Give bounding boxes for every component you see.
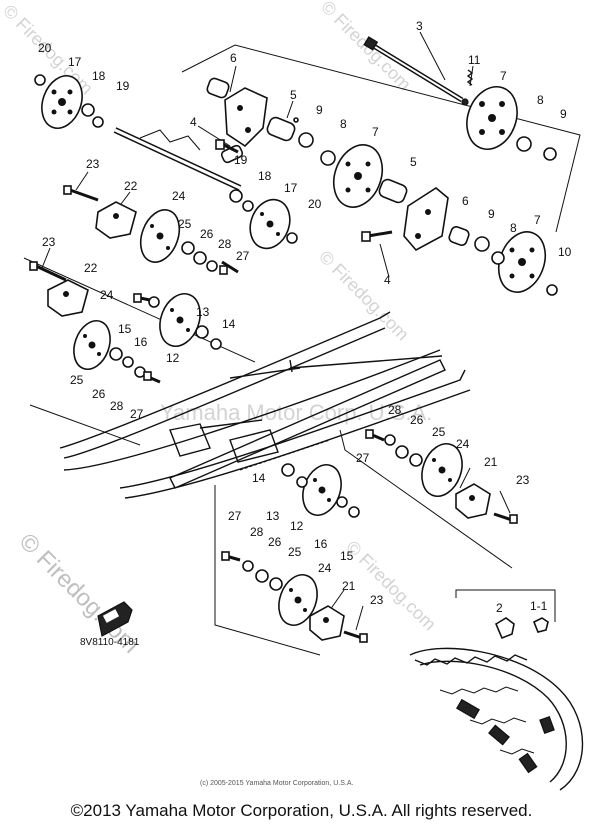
callout: 5	[410, 155, 417, 169]
callout: 1-1	[530, 599, 548, 613]
copyright-notice: ©2013 Yamaha Motor Corporation, U.S.A. A…	[70, 801, 533, 820]
callout: 7	[534, 213, 541, 227]
callout: 24	[172, 189, 186, 203]
callout: 25	[70, 373, 84, 387]
callout: 26	[200, 227, 214, 241]
callout: 9	[560, 107, 567, 121]
callout: 10	[558, 245, 572, 259]
callout: 9	[316, 103, 323, 117]
callout: 23	[370, 593, 384, 607]
wheel-left-lower-outer	[73, 319, 111, 371]
callout: 23	[42, 235, 56, 249]
callout: 27	[228, 509, 242, 523]
callout: 8	[510, 221, 517, 235]
callout: 27	[130, 407, 144, 421]
callout: 27	[356, 451, 370, 465]
callout: 26	[92, 387, 106, 401]
callout: 26	[410, 413, 424, 427]
wheel-right-lower	[421, 443, 463, 497]
track	[409, 617, 584, 791]
callout: 14	[222, 317, 236, 331]
callout: 23	[516, 473, 530, 487]
callout: 4	[384, 273, 391, 287]
callout: 25	[288, 545, 302, 559]
callout: 19	[234, 153, 248, 167]
callout: 11	[468, 53, 481, 67]
callout: 28	[388, 403, 402, 417]
callout: 4	[190, 115, 197, 129]
callout: 3	[416, 19, 423, 33]
callout: 22	[84, 261, 98, 275]
callout: 15	[118, 322, 132, 336]
part-code: 8V8110-4181	[80, 637, 140, 648]
adjusters	[47, 201, 491, 641]
watermark-lower: © Firedog.com	[342, 537, 440, 635]
watermark-top-right: © Firedog.com	[317, 0, 415, 94]
callout: 24	[100, 288, 114, 302]
wheel-bottom-inner	[302, 464, 342, 516]
wheel-top-right	[466, 86, 518, 150]
wheel-center	[332, 144, 384, 208]
callout: 24	[456, 437, 470, 451]
callout: 17	[284, 181, 298, 195]
callout: 8	[537, 93, 544, 107]
callout: 20	[38, 41, 52, 55]
slide-rail-frame	[59, 311, 471, 499]
callout: 18	[92, 69, 106, 83]
callout: 8	[340, 117, 347, 131]
callout: 9	[488, 207, 495, 221]
callout: 12	[166, 351, 180, 365]
wheel-right	[497, 231, 547, 293]
wheel-bottom-outer	[278, 574, 318, 626]
brackets	[224, 87, 449, 252]
callout: 18	[258, 169, 272, 183]
wheel-left-upper	[139, 209, 181, 263]
callout: 24	[318, 561, 332, 575]
callout: 5	[290, 88, 297, 102]
callout: 17	[68, 55, 82, 69]
callout: 21	[484, 455, 498, 469]
callouts: 3 11 7 8 9 20 17 18 19 6 5 9 8 4 7 5 23 …	[38, 19, 572, 615]
callout: 28	[218, 237, 232, 251]
callout: 28	[250, 525, 264, 539]
callout: 16	[314, 537, 328, 551]
callout: 12	[290, 519, 304, 533]
callout: 27	[236, 249, 250, 263]
callout: 14	[252, 471, 266, 485]
callout: 2	[496, 601, 503, 615]
callout: 15	[340, 549, 354, 563]
callout: 28	[110, 399, 124, 413]
callout: 7	[372, 125, 379, 139]
small-copyright: (c) 2005-2015 Yamaha Motor Corporation, …	[200, 780, 353, 787]
callout: 22	[124, 179, 138, 193]
callout: 13	[196, 305, 210, 319]
callout: 16	[134, 335, 148, 349]
middle-shaft	[113, 127, 242, 191]
callout: 6	[230, 51, 237, 65]
callout: 23	[86, 157, 100, 171]
wheel-left-lower-inner	[159, 293, 201, 347]
callout: 25	[178, 217, 192, 231]
washers	[34, 74, 558, 591]
callout: 20	[308, 197, 322, 211]
callout: 7	[500, 69, 507, 83]
callout: 13	[266, 509, 280, 523]
callout: 19	[116, 79, 130, 93]
watermark-middle: © Firedog.com	[315, 247, 413, 345]
wheels	[41, 75, 547, 626]
rear-axle	[363, 36, 469, 106]
callout: 26	[268, 535, 282, 549]
callout: 6	[462, 194, 469, 208]
bolts	[29, 69, 518, 643]
reference-part-icon	[97, 601, 133, 637]
callout: 21	[342, 579, 356, 593]
wheel-upper-mid	[249, 198, 291, 250]
wheel-top-left	[41, 75, 83, 129]
callout: 25	[432, 425, 446, 439]
